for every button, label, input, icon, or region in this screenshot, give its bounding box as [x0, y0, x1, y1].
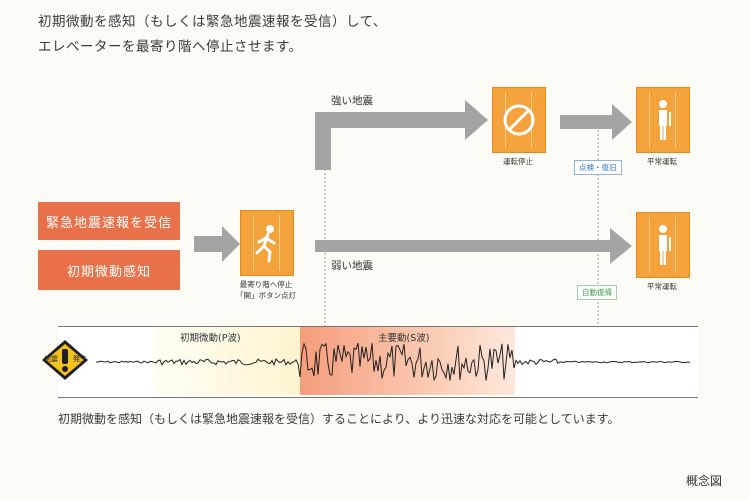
arrow-strong-branch [315, 100, 488, 170]
bottom-note: 初期微動を感知（もしくは緊急地震速報を受信）することにより、より迅速な対応を可能… [58, 412, 620, 426]
standing-person-icon [659, 100, 671, 140]
running-person-icon [255, 225, 276, 263]
intro-line-1: 初期微動を感知（もしくは緊急地震速報を受信）して、 [38, 14, 387, 30]
figure-label: 概念図 [685, 474, 722, 488]
trigger-initial-tremor: 初期微動感知 [38, 250, 180, 290]
normal-operation-caption-weak: 平常運転 [647, 282, 677, 291]
elevator-nearest-stop [240, 210, 294, 276]
elevator-normal-strong [636, 87, 690, 153]
inspection-recovery-badge: 点検・復旧 [574, 160, 622, 175]
elevator-normal-weak [636, 212, 690, 278]
arrow-weak-branch [315, 228, 632, 264]
standing-person-icon [659, 225, 671, 265]
earthquake-warning-icon: 地震 発生 [40, 338, 90, 382]
weak-quake-label: 弱い地震 [331, 260, 373, 272]
nearest-stop-caption-1: 最寄り階へ停止 [239, 280, 293, 289]
arrow-to-normal-operation [560, 104, 632, 140]
nearest-stop-caption-2: 「開」ボタン点灯 [236, 291, 296, 300]
auto-recovery-badge: 自動復帰 [577, 285, 617, 300]
trigger-emergency-alert: 緊急地震速報を受信 [38, 202, 180, 240]
s-wave-label: 主要動(S波) [378, 333, 430, 344]
strong-quake-label: 強い地震 [331, 95, 373, 107]
no-entry-icon [503, 104, 535, 136]
intro-line-2: エレベーターを最寄り階へ停止させます。 [38, 39, 303, 55]
elevator-operation-stopped [492, 87, 546, 153]
arrow-to-nearest-stop [194, 226, 240, 262]
p-wave-label: 初期微動(P波) [180, 333, 241, 344]
normal-operation-caption-strong: 平常運転 [647, 157, 677, 166]
operation-stopped-caption: 運転停止 [503, 157, 533, 166]
